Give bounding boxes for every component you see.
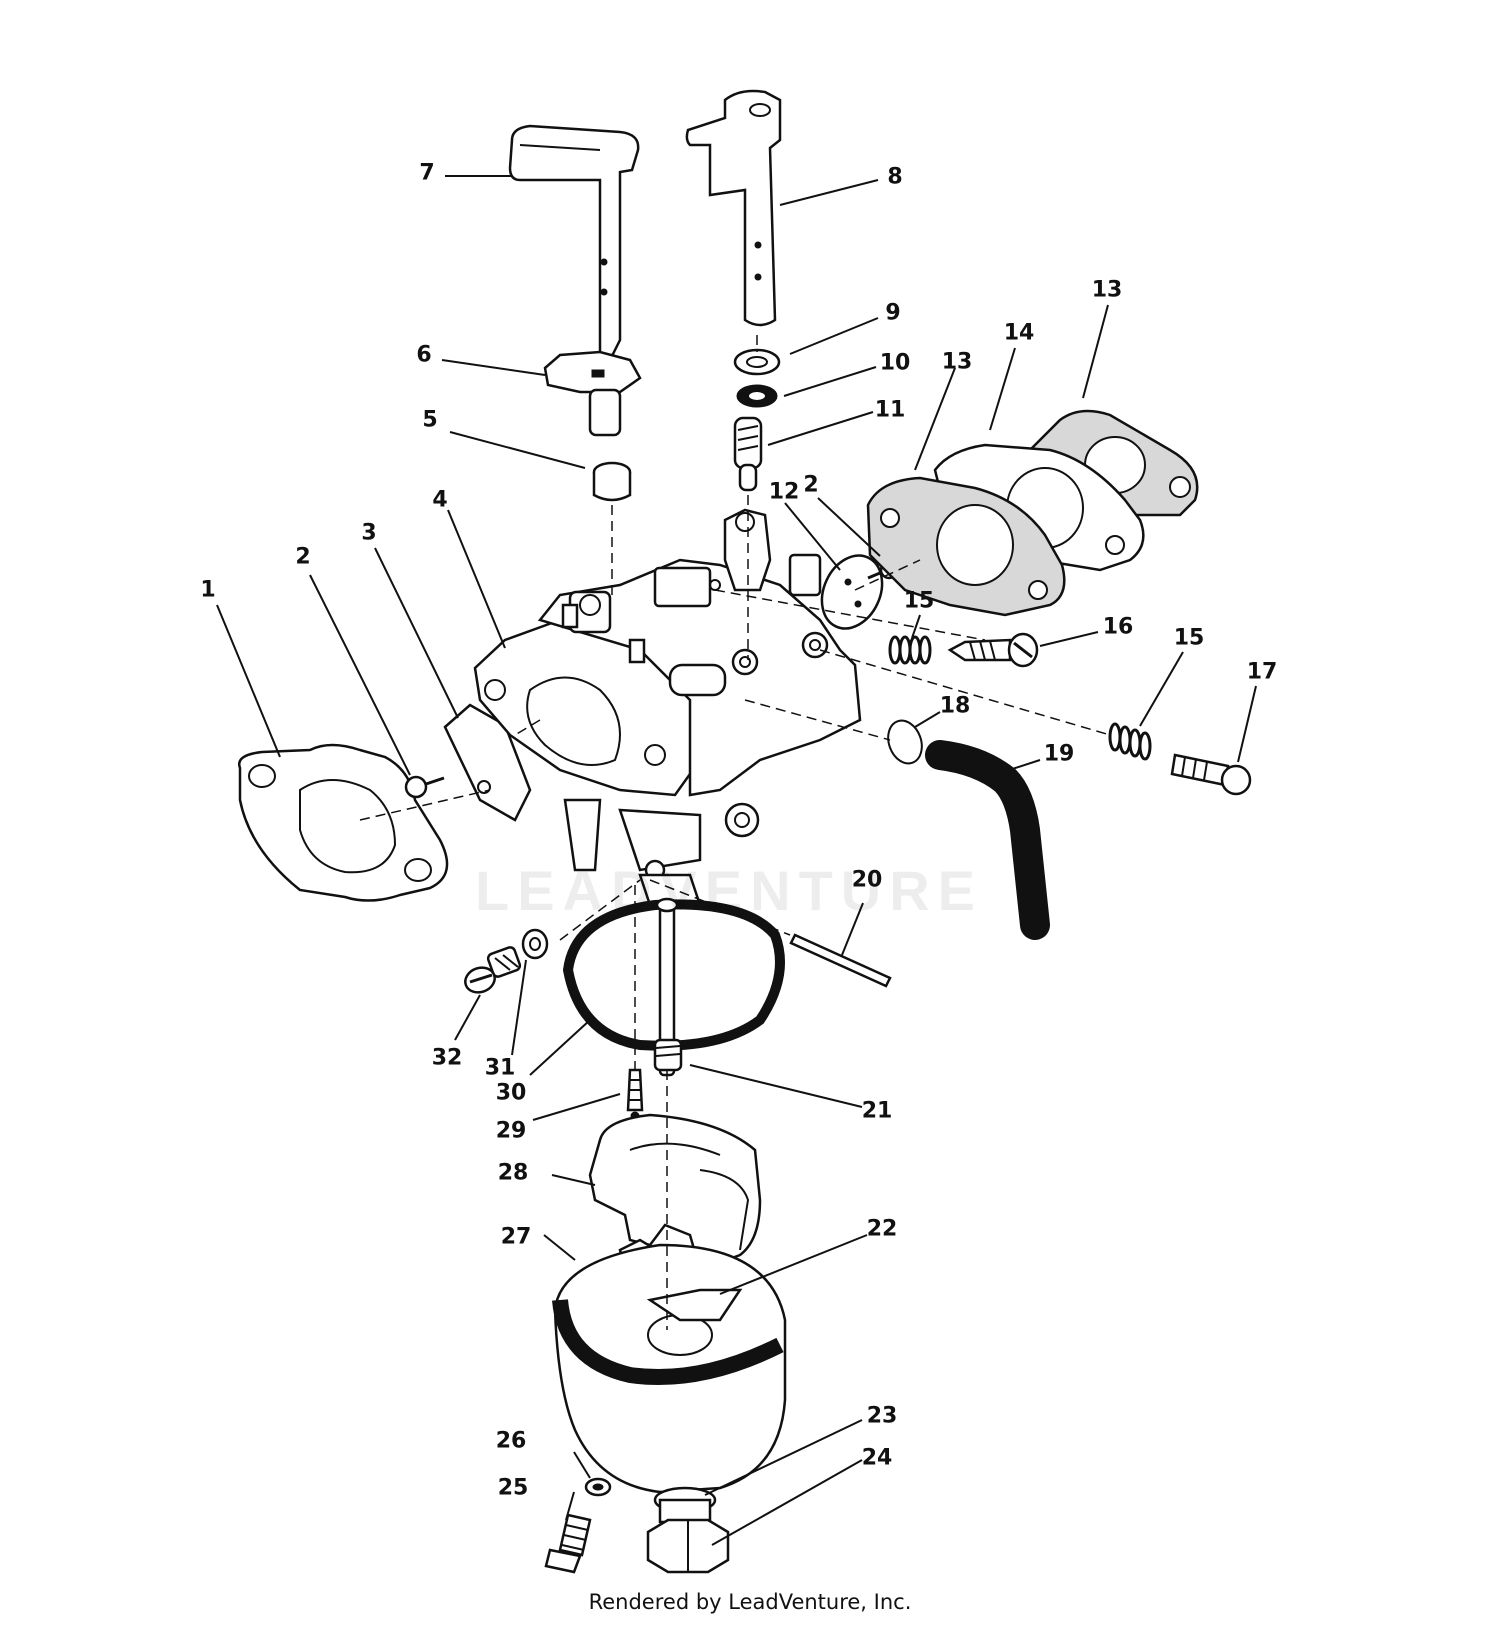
- part-30-gasket-ring: [562, 899, 785, 1051]
- label-part-17: 17: [1246, 659, 1278, 685]
- part-18-clip: [887, 719, 923, 765]
- part-13-gasket-front: [866, 476, 1066, 617]
- watermark: LEADVENTURE: [475, 859, 984, 922]
- label-part-2-right: 2: [803, 472, 819, 498]
- part-23-drain-washer: [653, 1486, 717, 1524]
- label-part-21: 21: [861, 1098, 893, 1124]
- label-part-25: 25: [497, 1475, 529, 1501]
- label-part-15-upper: 15: [903, 588, 935, 614]
- label-part-15-lower: 15: [1173, 625, 1205, 651]
- part-2-screw-left: [404, 775, 445, 799]
- label-part-23: 23: [866, 1403, 898, 1429]
- part-6-choke-shaft: [543, 350, 642, 437]
- part-24-drain-nut: [646, 1518, 730, 1574]
- label-part-20: 20: [851, 867, 883, 893]
- label-part-14: 14: [1003, 320, 1035, 346]
- leader-lines: [216, 175, 1257, 1546]
- part-15-spring-upper: [888, 635, 932, 665]
- part-5-bushing: [592, 461, 632, 502]
- label-part-5: 5: [422, 407, 438, 433]
- label-part-8: 8: [887, 164, 903, 190]
- part-4-carburetor-body: [473, 508, 862, 907]
- render-credit: Rendered by LeadVenture, Inc.: [588, 1590, 912, 1614]
- part-3-plate: [443, 703, 532, 822]
- label-part-30: 30: [495, 1080, 527, 1106]
- label-part-13-back: 13: [1091, 277, 1123, 303]
- part-27-float-bowl: [552, 1243, 787, 1494]
- part-9-washer: [733, 348, 781, 376]
- label-part-26: 26: [495, 1428, 527, 1454]
- part-20-pin: [789, 933, 892, 988]
- part-29-needle: [626, 1068, 644, 1121]
- label-part-3: 3: [361, 520, 377, 546]
- label-part-2-left: 2: [295, 544, 311, 570]
- label-part-10: 10: [879, 350, 911, 376]
- part-10-seal: [736, 384, 778, 408]
- label-part-9: 9: [885, 300, 901, 326]
- label-part-28: 28: [497, 1160, 529, 1186]
- label-part-4: 4: [432, 487, 448, 513]
- part-8-throttle-shaft: [685, 89, 782, 327]
- label-part-6: 6: [416, 342, 432, 368]
- part-15-spring-lower: [1108, 722, 1152, 761]
- label-part-31: 31: [484, 1055, 516, 1081]
- part-32-screw: [464, 946, 522, 994]
- label-part-11: 11: [874, 397, 906, 423]
- label-part-29: 29: [495, 1118, 527, 1144]
- part-1-gasket: [238, 743, 449, 902]
- part-12-throttle-plate: [820, 554, 884, 630]
- float-shaft: [655, 897, 679, 1077]
- label-part-13-front: 13: [941, 349, 973, 375]
- label-part-1: 1: [200, 577, 216, 603]
- label-part-24: 24: [861, 1445, 893, 1471]
- label-part-22: 22: [866, 1216, 898, 1242]
- label-part-18: 18: [939, 693, 971, 719]
- part-11-needle-screw: [733, 416, 763, 492]
- part-26-washer: [584, 1477, 612, 1497]
- part-31-washer: [521, 928, 549, 960]
- label-part-12: 12: [768, 479, 800, 505]
- label-part-32: 32: [431, 1045, 463, 1071]
- label-part-7: 7: [419, 160, 435, 186]
- label-part-16: 16: [1102, 614, 1134, 640]
- part-17-screw: [1170, 753, 1252, 796]
- part-16-idle-screw: [947, 632, 1039, 668]
- label-part-19: 19: [1043, 741, 1075, 767]
- part-19-hose: [925, 740, 1050, 940]
- part-21-jet: [653, 1038, 683, 1072]
- label-part-27: 27: [500, 1224, 532, 1250]
- part-25-screw: [544, 1513, 592, 1574]
- part-7-choke-lever: [508, 124, 640, 362]
- alignment-lines: [359, 335, 1111, 1330]
